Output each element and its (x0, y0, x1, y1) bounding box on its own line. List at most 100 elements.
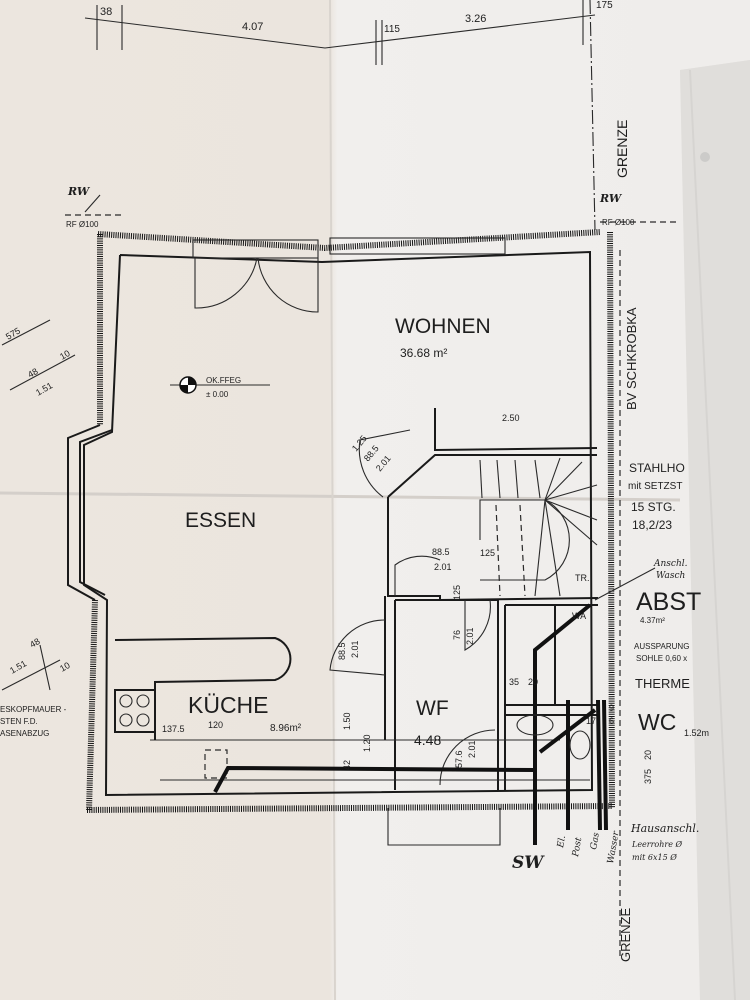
dimension-label: 125 (452, 585, 462, 600)
cooktop-icon (114, 689, 156, 733)
dimension-label: 137.5 (162, 724, 185, 734)
dimension-label: 76 (452, 630, 462, 640)
dimension-label: 1.51 (34, 380, 54, 397)
dimension-label: 57.6 (454, 750, 464, 768)
kitchen-counter (114, 636, 292, 740)
dimension-label: 88.5 (362, 443, 381, 463)
level-label: OK.FFEG (206, 376, 241, 385)
exterior-walls (67, 229, 615, 813)
rf-label: RF Ø100 (66, 220, 99, 229)
handwritten-note: Hausanschl. (630, 822, 699, 835)
rf-label: RF Ø100 (602, 218, 635, 227)
handwritten-note: Leerrohre Ø (631, 840, 683, 849)
dimension-label: 48 (26, 366, 40, 380)
dimension-label: 17 (586, 716, 596, 726)
paper-edge-shadow (680, 60, 750, 1000)
stair-note: STAHLHO (629, 461, 685, 475)
utility-label: Gas (589, 831, 602, 850)
dim-label: 115 (384, 24, 400, 35)
terrace-door (192, 239, 319, 259)
room-area-wf: 4.48 (414, 732, 441, 748)
sewage-label: SW (512, 853, 545, 873)
neighbor-label: BV SCHKROBKA (624, 307, 639, 410)
boundary-label: GRENZE (618, 908, 633, 963)
level-value: ± 0.00 (206, 390, 229, 399)
dimension-label: 2.01 (434, 562, 452, 572)
note: TR. (575, 573, 590, 583)
door-swings (329, 429, 496, 786)
stair-note: 15 STG. (631, 500, 676, 514)
dimension-label: 1.50 (342, 712, 352, 730)
dimension-label: 1.25 (350, 433, 369, 453)
note: THERME (635, 676, 690, 691)
dimension-label: 6 (609, 716, 614, 726)
dimension-label: 9 (609, 703, 614, 713)
note: WA (572, 611, 586, 621)
dimension-label: 20 (528, 677, 538, 687)
utility-pipes (213, 603, 608, 845)
dimension-label: 20 (643, 750, 653, 760)
fold-line (0, 491, 681, 502)
room-area-abst: 4.37m² (640, 616, 665, 625)
level-marker-icon (170, 376, 270, 394)
staircase (479, 457, 598, 597)
handwritten-note: mit 6x15 Ø (632, 853, 677, 862)
washbasin (516, 714, 554, 736)
note: AUSSPARUNG (634, 642, 689, 651)
handwritten-note: Anschl. (653, 559, 688, 569)
dimension-label: 2.01 (350, 640, 360, 658)
stair-note: mit SETZST (628, 481, 682, 492)
utility-label: Post (571, 836, 584, 858)
room-name-wc: WC (638, 709, 676, 735)
dimension-label: 1.20 (362, 734, 372, 752)
dim-label: 175 (596, 0, 613, 11)
room-name-essen: ESSEN (185, 509, 256, 532)
chimney (204, 749, 228, 779)
dimension-label: 375 (643, 769, 653, 784)
dimension-label: 10 (58, 660, 72, 674)
room-name-wohnen: WOHNEN (395, 315, 491, 338)
property-lines (65, 214, 680, 960)
dim-label: 38 (100, 6, 112, 18)
dimension-label: 2.01 (374, 453, 393, 473)
dimension-label: 2.50 (502, 413, 520, 423)
room-name-abst: ABST (636, 588, 701, 616)
room-name-wf: WF (416, 697, 449, 720)
dimension-label: 125 (480, 548, 495, 558)
dimension-label: 1.51 (8, 658, 28, 675)
top-dimension-line (84, 0, 596, 231)
dimension-label: 48 (28, 636, 42, 650)
dimension-label: 575 (4, 326, 22, 342)
rw-label: RW (599, 192, 623, 205)
interior-walls (150, 408, 599, 790)
fold-line (329, 0, 336, 1000)
utility-label: Wasser (606, 830, 622, 865)
dim-label: 4.07 (242, 21, 263, 33)
dim-label: 3.26 (465, 13, 486, 25)
room-area-wohnen: 36.68 m² (400, 346, 447, 360)
diagonal-dimensions (1, 319, 76, 691)
utility-label: El. (556, 835, 568, 850)
room-area-kueche: 8.96m² (270, 723, 302, 734)
chimney-note: ESKOPFMAUER - (0, 705, 67, 714)
dimension-label: 88.5 (432, 547, 450, 557)
boundary-label: GRENZE (614, 120, 630, 178)
leader-line (84, 194, 101, 213)
dimension-label: 2.01 (467, 740, 477, 758)
dimension-label: 88.5 (337, 642, 347, 660)
dimension-label: 120 (208, 720, 223, 730)
handwritten-note: Wasch (656, 571, 685, 581)
room-name-kueche: KÜCHE (188, 692, 269, 718)
dimension-label: 2.01 (465, 627, 475, 645)
stair-note: 18,2/23 (632, 518, 672, 532)
entrance-step (387, 808, 501, 846)
note: SOHLE 0,60 x (636, 654, 687, 663)
room-area-wc: 1.52m (684, 728, 709, 738)
rw-label: RW (67, 185, 91, 198)
toilet (569, 730, 591, 760)
dimension-label: 10 (58, 348, 72, 362)
dimension-label: 42 (342, 760, 352, 770)
dimension-label: 35 (509, 677, 519, 687)
leader-line (594, 567, 656, 601)
